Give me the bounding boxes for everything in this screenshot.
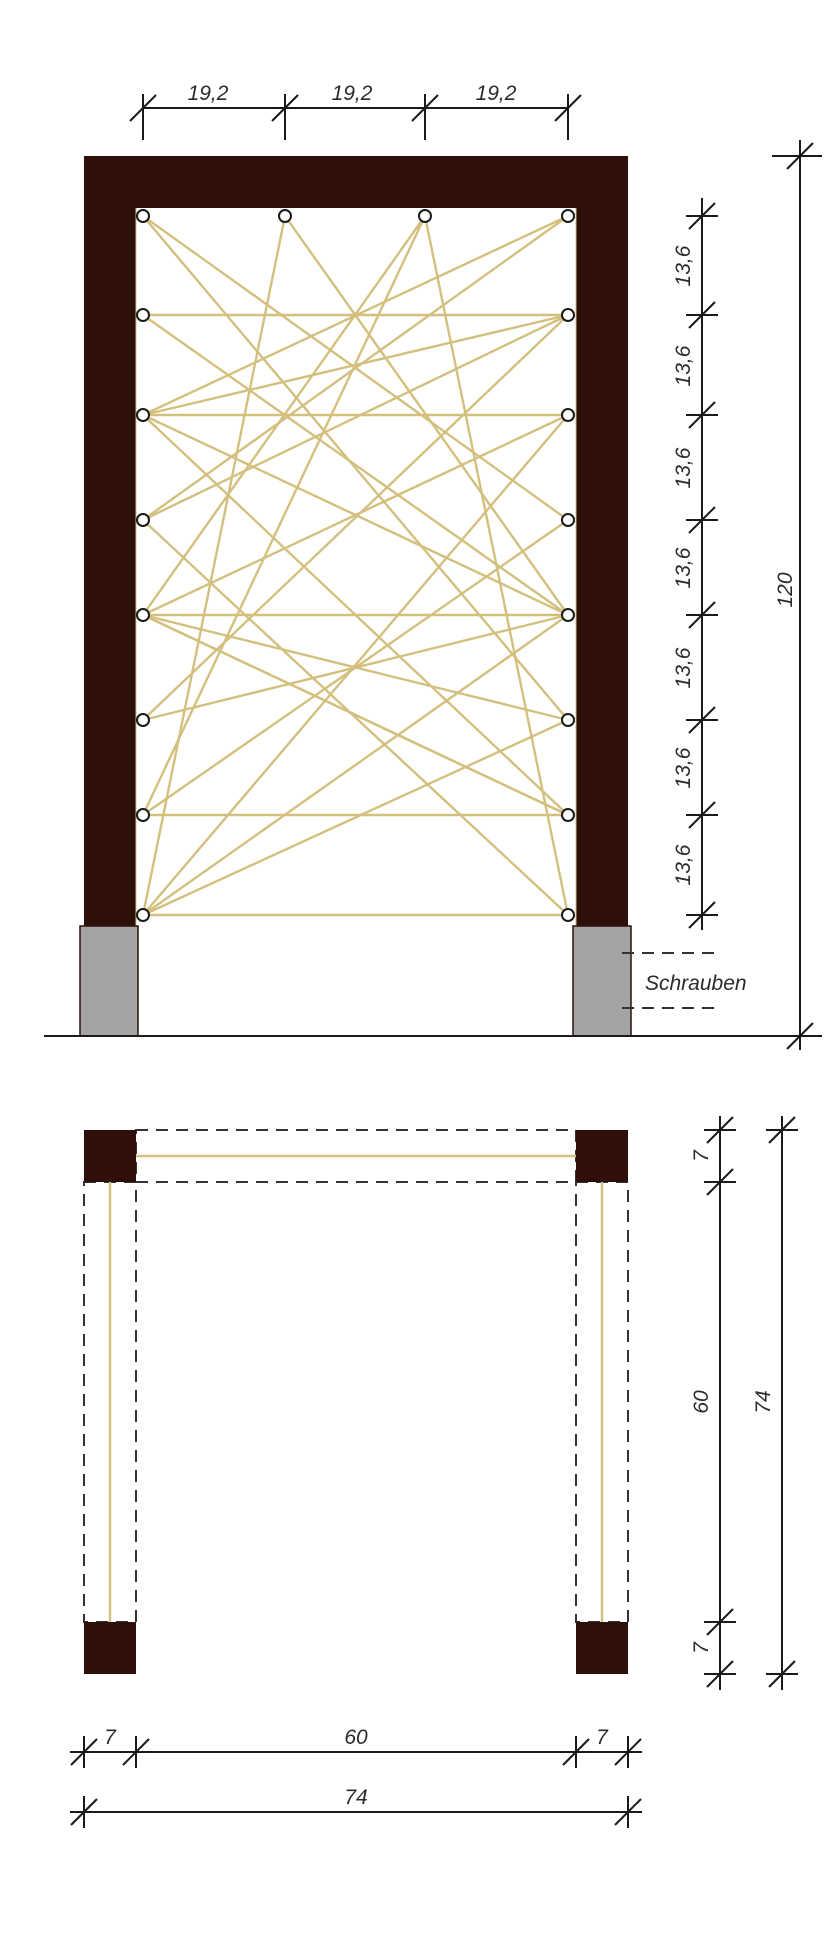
side-dim-label: 13,6 [672,844,695,885]
top-dimension-chain: 19,2 19,2 19,2 [129,82,582,140]
plan-side-total-label: 74 [752,1390,775,1413]
hook-icon [561,713,575,727]
screws-annotation: Schrauben [622,952,747,1009]
plan-post [576,1130,628,1182]
total-height-dimension: 120 [772,140,822,1050]
side-dim-label: 13,6 [672,345,695,386]
hook-icon [136,513,150,527]
hook-icon [561,408,575,422]
side-dim-label: 13,6 [672,447,695,488]
plan-side-dimension-chain: 7 60 7 [690,1116,736,1690]
side-dim-label: 13,6 [672,245,695,286]
plan-side-total-dimension: 74 [752,1116,798,1690]
plan-side-dim-label: 60 [690,1390,713,1414]
plan-post [576,1622,628,1674]
hook-icon [561,308,575,322]
left-foot [79,925,139,1037]
plan-post [84,1622,136,1674]
hook-icon [418,209,432,223]
plan-post [84,1130,136,1182]
top-dim-label: 19,2 [476,82,517,105]
elevation-drawing: 19,2 19,2 19,2 [44,82,822,1050]
hook-icon [136,908,150,922]
total-height-label: 120 [774,572,797,607]
hook-icon [561,513,575,527]
plan-bottom-dim-label: 7 [596,1726,609,1749]
top-beam [84,156,628,208]
plan-drawing: 7 60 7 74 7 60 7 [70,1116,798,1828]
plan-bottom-dim-label: 7 [104,1726,117,1749]
hook-icon [136,608,150,622]
top-dim-label: 19,2 [188,82,229,105]
top-dim-label: 19,2 [332,82,373,105]
hook-icon [136,408,150,422]
hook-icon [136,713,150,727]
hook-icon [561,608,575,622]
screws-label: Schrauben [645,972,747,995]
plan-side-dim-label: 7 [690,1641,713,1654]
right-post [576,156,628,926]
side-dim-label: 13,6 [672,647,695,688]
right-foot [572,925,632,1037]
side-dim-label: 13,6 [672,547,695,588]
plan-bottom-dimension-chain: 7 60 7 [70,1726,642,1768]
plan-bottom-dim-label: 60 [344,1726,368,1749]
hook-icon [278,209,292,223]
hook-icon [561,808,575,822]
hook-icon [561,209,575,223]
plan-bottom-total-label: 74 [344,1786,367,1809]
wooden-frame [84,156,628,926]
hook-icon [561,908,575,922]
side-dimension-chain: 13,6 13,6 13,6 13,6 13,6 13,6 13,6 [672,198,718,930]
hooks [136,209,575,922]
plan-side-dim-label: 7 [690,1149,713,1162]
hook-icon [136,308,150,322]
hook-icon [136,209,150,223]
cord-weave [141,214,570,917]
left-post [84,156,136,926]
hook-icon [136,808,150,822]
side-dim-label: 13,6 [672,747,695,788]
plan-bottom-total-dimension: 74 [70,1786,642,1828]
